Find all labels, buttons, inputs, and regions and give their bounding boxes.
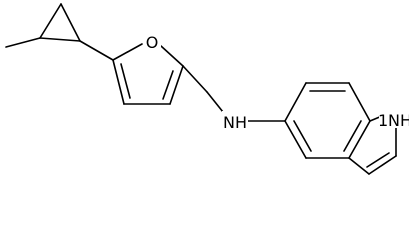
cyclopropyl-furan-bond [79, 40, 114, 61]
linker [182, 65, 286, 122]
furan-bond-c4-c5 [112, 59, 125, 105]
benzene-inner-bond-3 [293, 120, 312, 152]
pyrrole-bond-c3-c3a [348, 157, 370, 175]
benzene-bond-4 [348, 120, 371, 159]
furan-oxygen-label-background [143, 31, 161, 53]
cyclopropane-bond-3 [39, 37, 81, 42]
benzene-inner-bond-2 [343, 120, 362, 152]
methyl-bond [5, 37, 41, 48]
furan-bond-c2-c3 [169, 65, 184, 105]
furan-double-bond-c4-c5 [120, 63, 131, 99]
furan-ring [112, 43, 184, 105]
furan-double-bond-c2-c3 [162, 70, 174, 100]
cyclopropane-bond-2 [60, 3, 81, 42]
methylcyclopropyl-group [5, 3, 114, 61]
furan-methylene-bond [182, 65, 208, 93]
methylene-nitrogen-bond [206, 91, 224, 113]
furan-oxygen-label: O [146, 33, 159, 52]
indole-benzene-ring [284, 82, 371, 159]
benzene-bond-1 [284, 82, 307, 122]
indole-nitrogen-label: NH [388, 111, 409, 130]
indole-nitrogen-h-count: 1 [378, 111, 388, 130]
benzene-bond-6 [284, 120, 307, 159]
pyrrole-bond-c2-c3 [368, 155, 397, 175]
pyrrole-double-bond [366, 152, 390, 168]
furan-bond-c5-o [112, 43, 143, 61]
amine-nitrogen-label: NH [223, 113, 247, 132]
benzene-bond-3 [348, 82, 371, 122]
furan-bond-o-c2 [160, 45, 184, 67]
molecule-structure: O NH 1 NH [5, 3, 409, 175]
indole-nitrogen-label-background [379, 108, 409, 128]
amine-nitrogen-label-background [222, 111, 248, 133]
cyclopropane-bond-1 [39, 3, 62, 39]
